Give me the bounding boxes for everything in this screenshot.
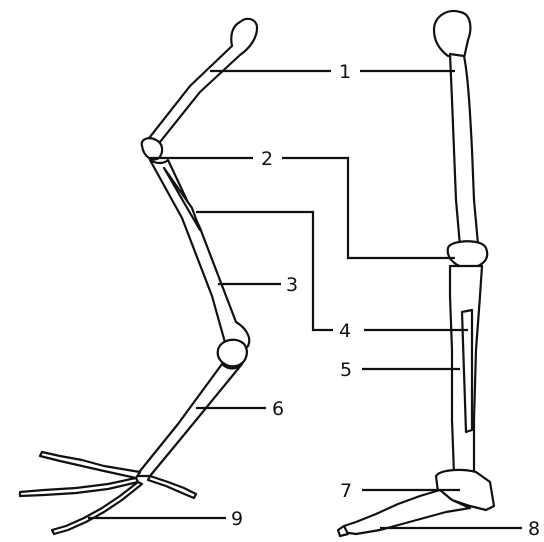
label-4: 4 (339, 320, 351, 342)
right-femur-head (434, 11, 470, 58)
label-7: 7 (340, 480, 352, 502)
right-leg-skeleton (338, 11, 494, 536)
left-toe-back (40, 452, 140, 478)
label-9: 9 (231, 508, 243, 530)
right-femur (450, 54, 478, 246)
label-2: 2 (261, 148, 273, 170)
label-6: 6 (272, 398, 284, 420)
label-3: 3 (286, 274, 298, 296)
left-tarsometatarsus (136, 364, 242, 476)
left-femur (146, 19, 257, 146)
left-knee-joint (142, 138, 162, 159)
left-toe-middle (20, 478, 138, 496)
number-labels: 1 2 3 4 5 6 7 8 9 (231, 61, 540, 540)
right-knee-joint (448, 241, 487, 268)
left-ankle-joint (218, 340, 247, 367)
left-tibiotarsus (150, 160, 249, 351)
label-1: 1 (339, 61, 351, 83)
left-toe-front (148, 476, 196, 498)
leader-4 (196, 212, 468, 330)
label-8: 8 (528, 518, 540, 540)
label-5: 5 (340, 359, 352, 381)
left-leg-skeleton (20, 19, 257, 534)
